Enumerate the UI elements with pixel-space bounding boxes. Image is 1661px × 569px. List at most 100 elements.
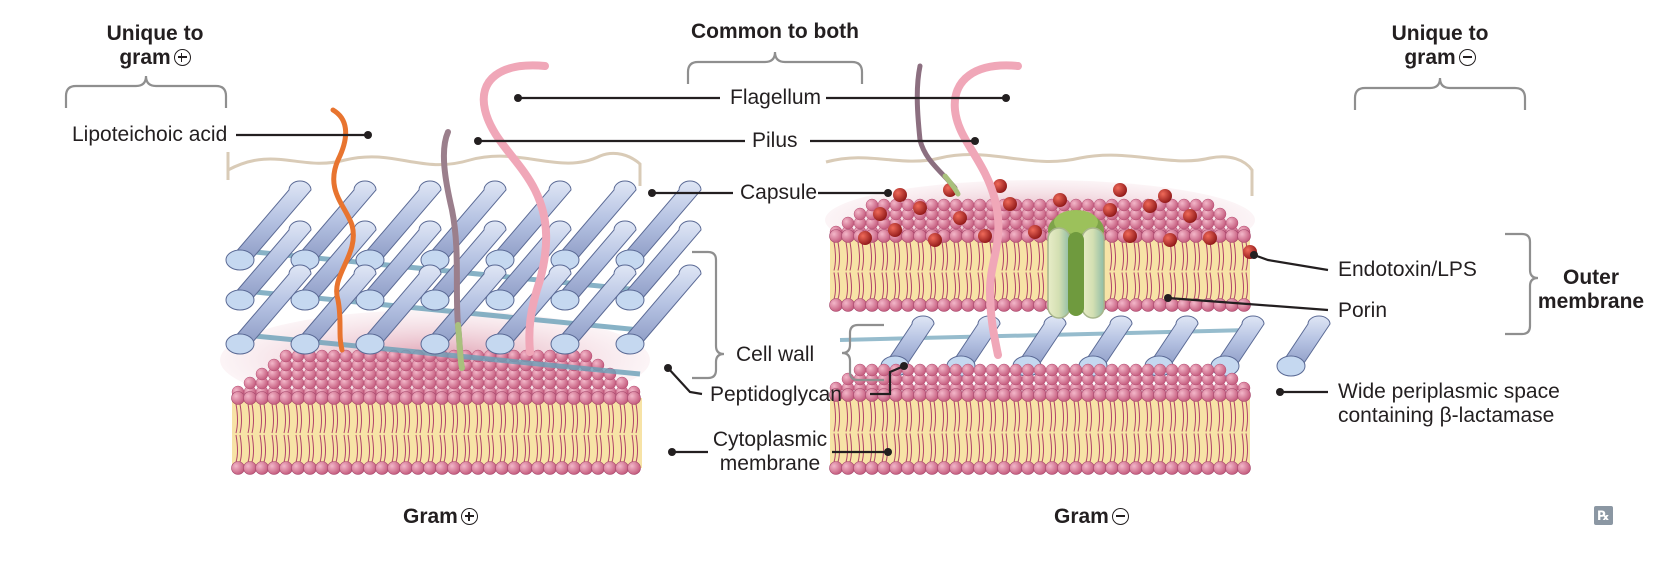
peptidoglycan-rod: [1213, 315, 1265, 367]
gram-pos-lipid-tail: [343, 403, 350, 434]
gram-neg-inner-lipid-head: [1213, 363, 1227, 377]
lps-dot: [1183, 209, 1197, 223]
gram-neg-inner-lipid-tail: [1109, 400, 1116, 432]
gram-neg-outer-lipid-head: [889, 298, 903, 312]
gram-neg-outer-lipid-tail: [977, 241, 984, 271]
gram-neg-inner-lipid-head: [1165, 363, 1179, 377]
gram-neg-inner-lipid-head: [1057, 461, 1071, 475]
lps-dot: [1203, 231, 1217, 245]
header-unique-gram-negative: Unique to gram: [1391, 22, 1489, 69]
label-periplasmic-space: Wide periplasmic space containing β-lact…: [1338, 380, 1560, 427]
gram-neg-inner-lipid-tail: [1205, 433, 1212, 463]
gram-positive-cell: [220, 151, 702, 475]
gram-pos-lipid-tail: [559, 434, 566, 463]
gram-neg-inner-lipid-tail: [1181, 433, 1188, 463]
lps-dot: [888, 223, 902, 237]
gram-neg-outer-lipid-head: [841, 216, 855, 230]
gram-neg-inner-lipid-head: [1069, 388, 1083, 402]
peptidoglycan-rod: [883, 315, 935, 367]
gram-pos-lipid-tail: [439, 403, 446, 434]
gram-pos-lipid-head: [615, 461, 629, 475]
gram-neg-outer-lipid-tail: [1037, 272, 1044, 300]
header-unique-gram-positive: Unique to gram: [106, 22, 204, 69]
label-capsule: Capsule: [740, 181, 818, 204]
gram-neg-inner-lipid-head: [913, 363, 927, 377]
lps-dot: [953, 211, 967, 225]
gram-pos-lipid-head: [483, 461, 497, 475]
lps-dot: [1028, 225, 1042, 239]
gram-pos-lipid-tail: [595, 403, 602, 434]
lps-dot: [1143, 199, 1157, 213]
label-cell-wall: Cell wall: [736, 343, 815, 366]
gram-neg-outer-lipid-tail: [1025, 241, 1032, 271]
gram-neg-inner-lipid-head: [1021, 461, 1035, 475]
gram-pos-lipid-head: [459, 391, 473, 405]
gram-neg-outer-lipid-tail: [845, 272, 852, 300]
gram-neg-inner-lipid-head: [1045, 363, 1059, 377]
gram-neg-inner-lipid-head: [1225, 372, 1239, 386]
peptidoglycan-rod-end: [615, 289, 645, 311]
gram-pos-lipid-tail: [403, 434, 410, 463]
peptidoglycan-rod: [358, 264, 442, 345]
gram-neg-inner-lipid-head: [973, 388, 987, 402]
gram-pos-lipid-head: [423, 461, 437, 475]
gram-neg-inner-lipid-head: [1189, 461, 1203, 475]
gram-neg-outer-lipid-head: [901, 229, 915, 243]
porin-protein: [1047, 210, 1105, 319]
gram-pos-lipid-head: [231, 461, 245, 475]
gram-neg-inner-lipid-head: [1045, 461, 1059, 475]
gram-neg-outer-lipid-tail: [857, 241, 864, 271]
gram-pos-lipid-head: [543, 391, 557, 405]
gram-neg-outer-lipid-tail: [881, 241, 888, 271]
gram-neg-outer-lipid-tail: [1205, 272, 1212, 300]
gram-neg-inner-lipid-head: [1201, 461, 1215, 475]
gram-neg-inner-lipid-head: [901, 388, 915, 402]
peptidoglycan-rod: [423, 180, 507, 261]
gram-neg-inner-lipid-tail: [1193, 400, 1200, 432]
gram-neg-inner-lipid-head: [1069, 363, 1083, 377]
gram-pos-lipid-tail: [343, 434, 350, 463]
gram-neg-inner-lipid-head: [997, 388, 1011, 402]
gram-neg-outer-lipid-head: [1141, 298, 1155, 312]
gram-neg-inner-lipid-tail: [1001, 400, 1008, 432]
gram-pos-lipid-tail: [319, 403, 326, 434]
gram-neg-inner-lipid-tail: [1157, 400, 1164, 432]
peptidoglycan-rod: [553, 264, 637, 345]
lps-dot: [1158, 189, 1172, 203]
gram-neg-inner-lipid-head: [1141, 388, 1155, 402]
gram-pos-lipid-tail: [259, 403, 266, 434]
gram-pos-lipid-head: [327, 461, 341, 475]
gram-pos-lipid-tail: [355, 403, 362, 434]
gram-pos-lipid-head: [531, 461, 545, 475]
gram-neg-inner-lipid-head: [985, 363, 999, 377]
gram-neg-outer-lipid-head: [949, 298, 963, 312]
gram-neg-inner-lipid-head: [961, 388, 975, 402]
gram-neg-inner-lipid-tail: [845, 400, 852, 432]
gram-neg-outer-lipid-head: [1141, 229, 1155, 243]
gram-neg-inner-lipid-head: [1153, 461, 1167, 475]
peptidoglycan-rod-end: [550, 333, 580, 355]
gram-neg-inner-lipid-head: [973, 461, 987, 475]
lipoteichoic-acid-strand: [330, 107, 356, 353]
gram-neg-peptidoglycan: [839, 315, 1331, 377]
gram-neg-outer-lipid-tail: [1241, 272, 1248, 300]
gram-pos-lipid-head: [387, 461, 401, 475]
peptidoglycan-rod-end: [225, 289, 255, 311]
gram-neg-inner-lipid-head: [1177, 388, 1191, 402]
plus-circle-icon: [173, 49, 191, 66]
gram-pos-lipid-head: [279, 349, 293, 363]
peptidoglycan-rod-end: [420, 289, 450, 311]
gram-pos-lipid-head: [579, 349, 593, 363]
peptidoglycan-rod: [293, 180, 377, 261]
gram-neg-outer-lipid-head: [1033, 198, 1047, 212]
gram-pos-lipid-head: [591, 391, 605, 405]
peptidoglycan-rod-end: [355, 333, 385, 355]
gram-neg-inner-lipid-tail: [905, 433, 912, 463]
gram-neg-inner-lipid-tail: [1145, 433, 1152, 463]
gram-neg-outer-lipid-head: [1213, 298, 1227, 312]
gram-neg-inner-lipid-head: [949, 461, 963, 475]
lps-dot: [1123, 229, 1137, 243]
lps-dot: [893, 188, 907, 202]
gram-neg-inner-lipid-head: [913, 461, 927, 475]
gram-pos-lipid-head: [435, 391, 449, 405]
